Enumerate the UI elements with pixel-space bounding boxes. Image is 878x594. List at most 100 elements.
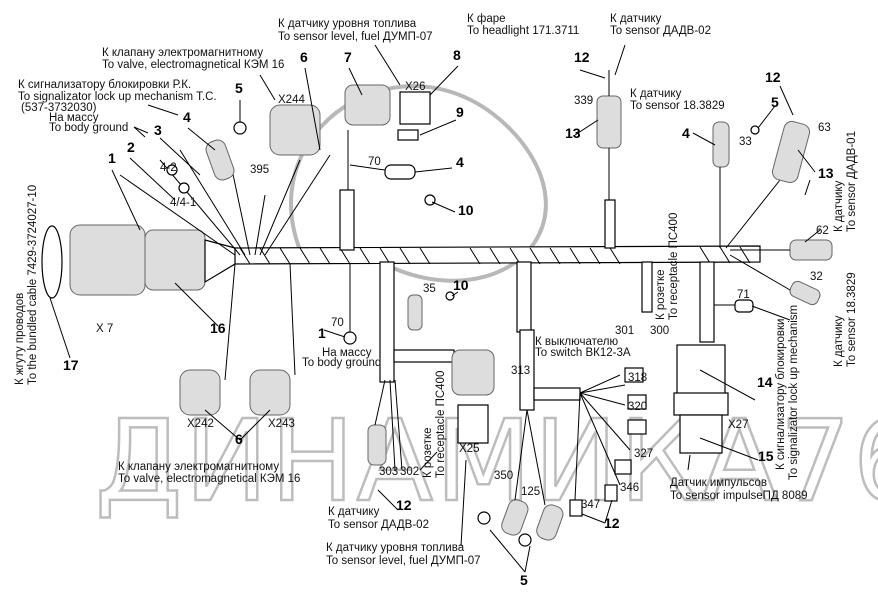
callout-number: 1 [108, 150, 116, 166]
wire-number: 62 [816, 225, 829, 237]
label-ground-mid-en: To body ground [302, 357, 381, 369]
callout-number: 4 [456, 154, 464, 170]
label-s18-top-en: To sensor 18.3829 [630, 100, 725, 112]
wire-number: 71 [737, 289, 750, 301]
ring-terminal-5b [518, 533, 532, 547]
label-fuel-level-top-ru: К датчику уровня топлива [278, 18, 417, 30]
branch-down-1 [379, 261, 395, 383]
labels: К датчику уровня топлива To sensor level… [14, 13, 858, 567]
label-impulse-en: To sensor impulseПД 8089 [670, 490, 808, 502]
wire-70 [347, 130, 386, 190]
connector-5a [501, 499, 529, 536]
wire-numbers: 395 70 4-2 4/4-1 339 33 63 62 32 71 35 7… [160, 95, 831, 511]
wire-number: 63 [818, 122, 831, 134]
label-s18-right-ru: К датчику [833, 315, 845, 367]
label-s18-top-ru: К датчику [630, 88, 682, 100]
label-signal-top-part: (537-3732030) [21, 102, 97, 114]
label-bundle-ru: К жгуту проводов [14, 293, 26, 385]
wire-number: 303 [379, 466, 398, 478]
branch-down-4 [699, 261, 715, 343]
label-receptacle-mid-ru: К розетке [422, 427, 434, 478]
left-wires [119, 149, 331, 256]
wire-number: 32 [810, 271, 823, 283]
plug-347 [569, 499, 583, 517]
wire-number: 327 [634, 448, 653, 460]
connector-label: X25 [459, 443, 479, 455]
wire-number: 346 [620, 482, 639, 494]
label-s18-right-en: To sensor 18.3829 [846, 272, 858, 367]
wire-number: 4/4-1 [170, 197, 196, 209]
callout-number: 6 [235, 431, 243, 447]
callout-number: 10 [453, 277, 469, 293]
connector-35 [407, 294, 423, 331]
callout-number: 17 [63, 357, 79, 373]
main-harness [229, 189, 761, 411]
label-valve-top-en: To valve, electromagnetical КЭМ 16 [102, 59, 284, 71]
x7-body [69, 224, 146, 296]
branch-headlight [604, 199, 616, 249]
wire-number: 33 [739, 136, 752, 148]
x7-boot [204, 239, 236, 284]
callout-number: 9 [456, 104, 464, 120]
callout-number: 13 [565, 125, 581, 141]
x243-connector [249, 369, 291, 416]
ring-terminal-5 [233, 121, 247, 135]
wire-number: 301 [615, 325, 634, 337]
callout-number: 1 [318, 325, 326, 341]
callout-number: 4 [682, 125, 690, 141]
bottom-left-wires [224, 263, 296, 381]
label-signal-right-ru: К сигнализатору блокировки [775, 319, 787, 470]
switch-fanout [574, 374, 631, 501]
plug-346 [604, 484, 618, 502]
label-dadv02-top-en: To sensor ДАДВ-02 [610, 25, 711, 37]
branch-mid [393, 349, 455, 363]
x7-connector [41, 224, 236, 299]
wire-number: 318 [628, 372, 647, 384]
sensor-13-dadv02 [596, 95, 622, 149]
connector-4-70 [384, 164, 416, 180]
x25-sensor [451, 349, 495, 396]
connector-4-top [205, 139, 235, 181]
plug-318 [627, 394, 647, 410]
label-signal-top-ru: К сигнализатору блокировки Р.К. [18, 79, 191, 91]
callout-number: 12 [396, 497, 412, 513]
wire-number: 347 [581, 499, 600, 511]
label-ground-mid-ru: На массу [322, 347, 372, 359]
connector-label: X243 [268, 418, 295, 430]
connector-62 [789, 239, 833, 261]
label-receptacle-right-ru: К розетке [655, 269, 667, 320]
sensor-12-bottom [367, 424, 387, 466]
callout-number: 3 [154, 122, 162, 138]
x26-plug [399, 91, 431, 125]
x242-connector [179, 369, 221, 416]
branch-up-1 [339, 189, 355, 251]
callout-number: 13 [818, 165, 834, 181]
callout-number: 16 [210, 320, 226, 336]
label-dadv01-ru: К датчику [833, 180, 845, 232]
callout-number: 12 [765, 69, 781, 85]
label-ground-top-en: To body ground [49, 122, 128, 134]
callout-number: 5 [771, 94, 779, 110]
label-fuel-level-bottom-ru: К датчику уровня топлива [326, 542, 465, 554]
right-wires [729, 249, 791, 291]
callout-number: 5 [520, 572, 528, 588]
label-bundle-en: To the bundled cable 7429-3724027-10 [27, 185, 39, 385]
connector-71 [734, 299, 754, 313]
wire-number: 35 [423, 283, 436, 295]
wires-302-303 [374, 379, 403, 471]
label-headlight-en: To headlight 171.3711 [467, 25, 579, 37]
relay-14-base [673, 392, 729, 416]
callout-number: 12 [604, 515, 620, 531]
label-fuel-level-bottom-en: To sensor level, fuel ДУМП-07 [326, 555, 481, 567]
label-switch-ru: К выключателю [535, 336, 619, 348]
main-trunk [229, 245, 761, 265]
ring-terminal-10 [424, 194, 436, 206]
ring-terminal-4-4-1 [178, 182, 190, 194]
ring-terminal-5a [477, 511, 491, 525]
wire-number: 339 [574, 95, 593, 107]
x26-sensor-7 [344, 84, 391, 126]
wire-number: 70 [368, 156, 381, 168]
label-valve-bottom-ru: К клапану электромагнитному [118, 461, 279, 473]
label-switch-en: To switch ВК12-3А [535, 347, 631, 359]
label-signal-top-en: To signalizator lock up mechanism T.C. [18, 91, 217, 103]
